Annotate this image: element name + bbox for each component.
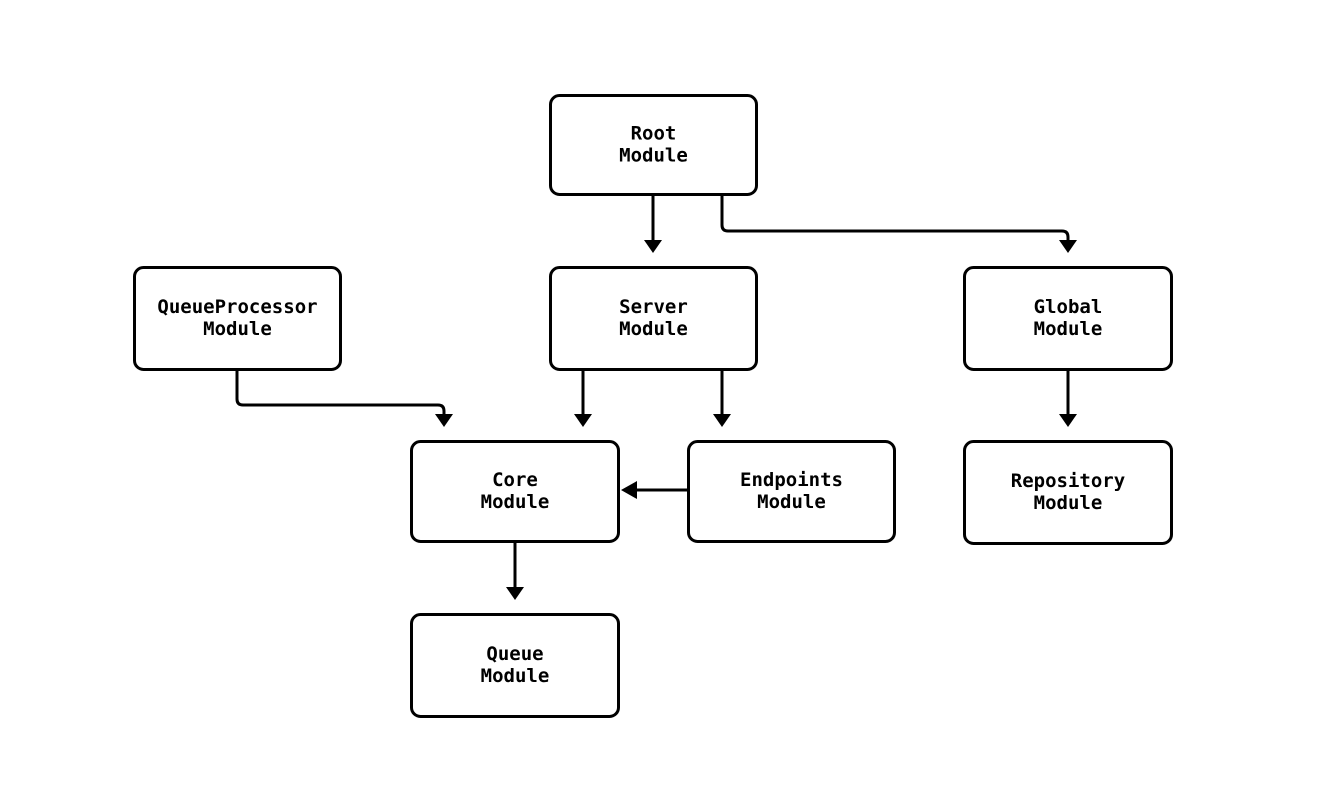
arrowhead-icon: [621, 481, 637, 499]
arrowhead-icon: [506, 587, 524, 600]
node-box[interactable]: [549, 94, 758, 196]
node-box[interactable]: [963, 266, 1173, 371]
arrowhead-icon: [713, 414, 731, 427]
node-label-line2: Module: [481, 491, 550, 513]
edge-line: [720, 196, 1070, 240]
edge-queueprocessor-to-core: [235, 371, 453, 427]
node-label-line2: Module: [203, 318, 272, 340]
node-label-line1: Endpoints: [740, 469, 843, 491]
arrowhead-icon: [1059, 414, 1077, 427]
node-label-line1: Root: [631, 123, 677, 145]
arrowhead-icon: [574, 414, 592, 427]
node-label-line2: Module: [481, 665, 550, 687]
node-label-line2: Module: [619, 145, 688, 167]
edge-root-to-global: [720, 196, 1077, 253]
edge-endpoints-to-core: [621, 481, 687, 499]
edge-core-to-queue: [506, 543, 524, 600]
node-box[interactable]: [687, 440, 896, 543]
node-label-line2: Module: [619, 318, 688, 340]
edge-root-to-server: [644, 196, 662, 253]
node-label-line1: Queue: [486, 643, 543, 665]
node-label-line1: Global: [1034, 296, 1103, 318]
node-box[interactable]: [133, 266, 342, 371]
node-label-line1: Repository: [1011, 470, 1125, 492]
edge-server-to-endpoints: [713, 371, 731, 427]
edge-line: [235, 371, 446, 414]
node-label-line1: Core: [492, 469, 538, 491]
node-label-line1: QueueProcessor: [157, 296, 317, 318]
node-label-line2: Module: [1034, 318, 1103, 340]
edge-server-to-core: [574, 371, 592, 427]
node-label-line2: Module: [1034, 492, 1103, 514]
node-box[interactable]: [410, 440, 620, 543]
node-label-line2: Module: [757, 491, 826, 513]
arrowhead-icon: [1059, 240, 1077, 253]
node-box[interactable]: [549, 266, 758, 371]
arrowhead-icon: [644, 240, 662, 253]
arrowhead-icon: [435, 414, 453, 427]
edge-global-to-repository: [1059, 371, 1077, 427]
node-box[interactable]: [963, 440, 1173, 545]
edge-layer: [235, 196, 1077, 600]
node-box[interactable]: [410, 613, 620, 718]
node-layer: RootModuleQueueProcessorModuleServerModu…: [133, 94, 1173, 718]
node-label-line1: Server: [619, 296, 688, 318]
